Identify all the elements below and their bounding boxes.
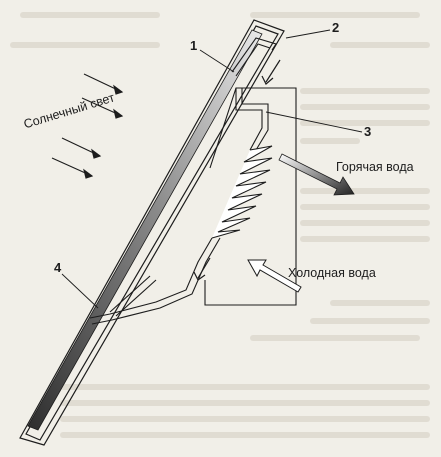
riser-pipe [235, 88, 269, 151]
cold-water-arrow [247, 259, 302, 293]
hot-water-label: Горячая вода [336, 160, 414, 174]
downcomer-pipe [89, 237, 221, 325]
heat-exchanger-coil [211, 145, 273, 239]
lower-connector [109, 275, 151, 313]
callout-leaders [61, 29, 363, 309]
flow-arrow-pipe-top [261, 59, 281, 85]
lower-connector-2 [115, 279, 157, 317]
callout-1: 1 [190, 38, 198, 53]
storage-tank [204, 87, 297, 306]
callout-4: 4 [54, 260, 62, 275]
hot-water-arrow [278, 153, 355, 196]
callout-2: 2 [332, 20, 340, 35]
absorber-plate [27, 29, 263, 431]
cold-water-label: Холодная вода [288, 266, 376, 280]
callout-3: 3 [364, 124, 372, 139]
sunlight-arrows [51, 73, 124, 179]
flow-arrow-tank [193, 257, 211, 281]
top-pipe-loop [231, 37, 277, 77]
